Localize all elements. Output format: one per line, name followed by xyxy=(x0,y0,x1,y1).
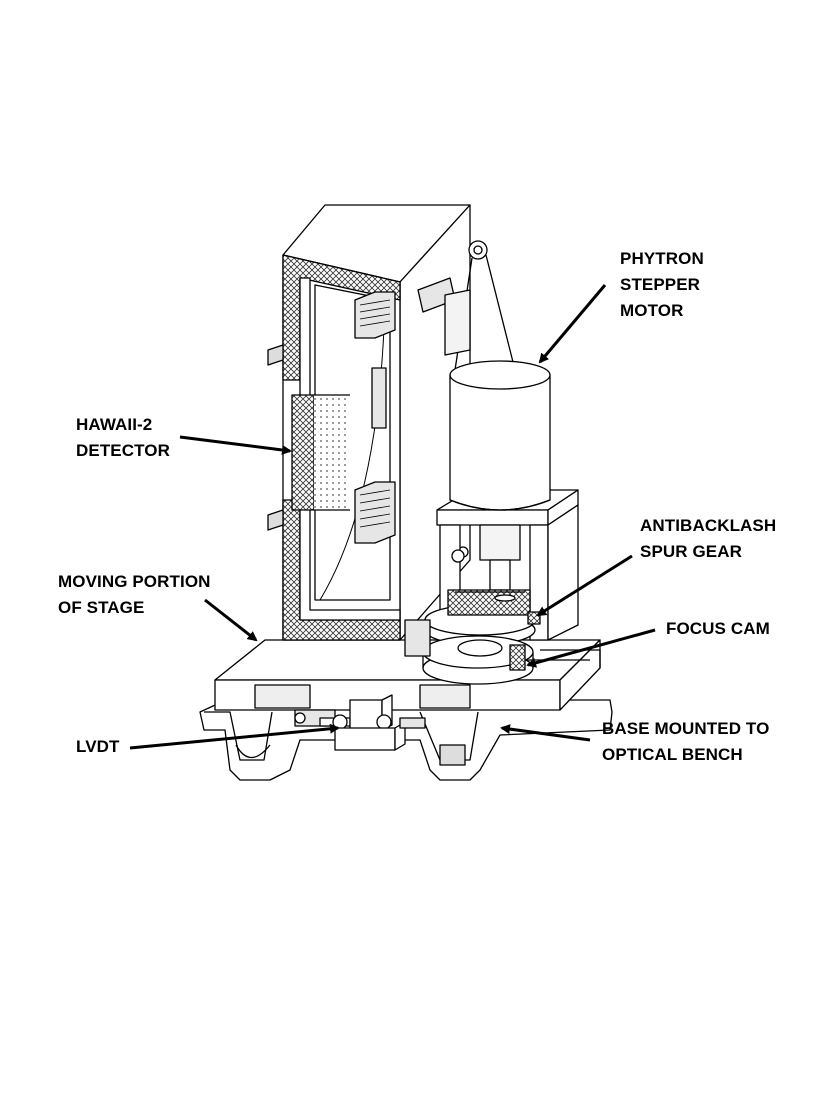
phytron-stepper-motor xyxy=(449,360,551,511)
arrow-lvdt xyxy=(129,723,340,750)
label-spur-gear: ANTIBACKLASH SPUR GEAR xyxy=(640,516,777,561)
belt-pulley xyxy=(444,240,516,371)
arrow-focus-cam xyxy=(526,628,656,668)
label-base: BASE MOUNTED TO OPTICAL BENCH xyxy=(602,719,770,764)
arrow-moving-stage xyxy=(204,598,258,642)
label-focus-cam: FOCUS CAM xyxy=(666,619,770,638)
label-detector: HAWAII-2 DETECTOR xyxy=(76,415,170,460)
focus-cam xyxy=(404,619,534,685)
lvdt-assembly xyxy=(294,694,426,751)
detector-connectors xyxy=(354,277,469,558)
arrow-spur-gear xyxy=(536,554,633,617)
arrow-detector xyxy=(179,435,292,455)
leader-arrows xyxy=(129,284,656,750)
base-plate xyxy=(199,699,613,781)
label-lvdt: LVDT xyxy=(76,737,120,756)
hawaii2-detector xyxy=(267,299,386,601)
label-stepper-motor: PHYTRON STEPPER MOTOR xyxy=(620,249,704,320)
arrow-base xyxy=(500,724,591,742)
label-moving-stage: MOVING PORTION OF STAGE xyxy=(58,572,211,617)
arrow-stepper-motor xyxy=(538,284,607,364)
